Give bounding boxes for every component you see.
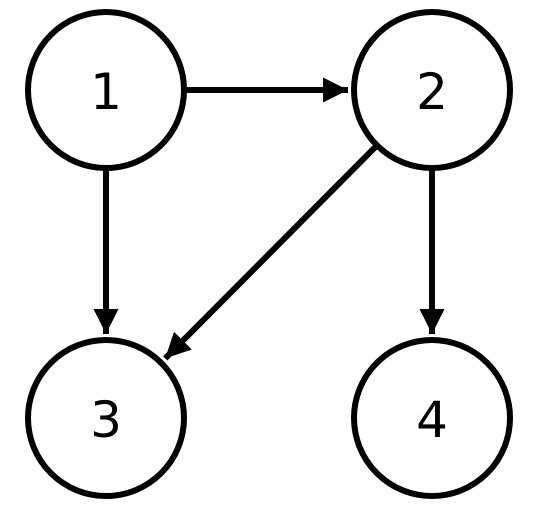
edge-2-to-3 — [163, 144, 378, 361]
node-label-3: 3 — [90, 391, 122, 449]
node-circle-3 — [25, 337, 187, 499]
node-circle-2 — [351, 9, 513, 171]
node-circle-4 — [351, 337, 513, 499]
node-1: 1 — [25, 9, 187, 171]
node-4: 4 — [351, 337, 513, 499]
node-3: 3 — [25, 337, 187, 499]
nodes-layer: 1 2 3 4 — [25, 9, 513, 499]
node-label-1: 1 — [90, 63, 122, 121]
node-2: 2 — [351, 9, 513, 171]
node-label-2: 2 — [416, 63, 448, 121]
node-label-4: 4 — [416, 391, 448, 449]
edges-layer — [93, 77, 445, 361]
node-circle-1 — [25, 9, 187, 171]
